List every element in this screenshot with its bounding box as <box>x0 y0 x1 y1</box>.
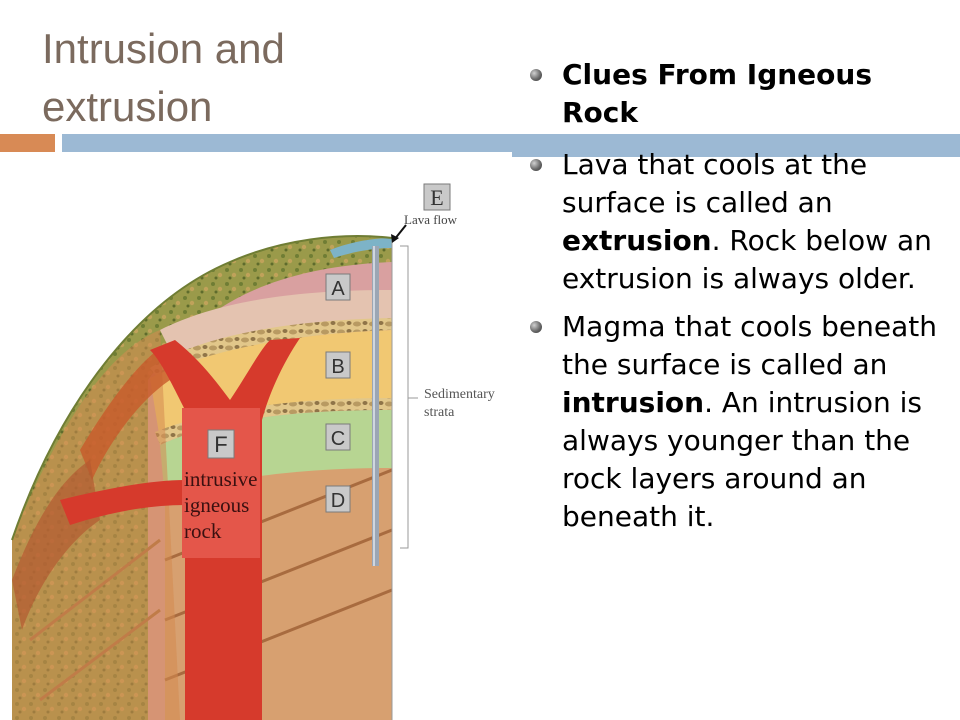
title-divider-blue-tab <box>512 152 960 157</box>
label-d-box <box>325 485 351 513</box>
label-a-box <box>325 273 351 301</box>
term-extrusion: extrusion <box>562 224 712 257</box>
term-intrusion: intrusion <box>562 386 705 419</box>
label-a: A <box>331 278 345 300</box>
sedimentary-label-line2: strata <box>424 405 455 420</box>
label-f-box <box>207 429 235 459</box>
bullet-dot-icon <box>530 159 542 171</box>
intrusive-label-line1: intrusive <box>184 467 258 491</box>
bullet-heading-text: Clues From Igneous Rock <box>562 58 873 129</box>
bullet-dot-icon <box>530 321 542 333</box>
strata-block <box>12 236 392 720</box>
label-c-box <box>325 423 351 451</box>
sedimentary-label-line1: Sedimentary <box>424 387 495 402</box>
title-divider-blue <box>62 134 960 152</box>
intrusive-label-line3: rock <box>184 519 222 543</box>
label-c: C <box>331 428 345 450</box>
label-d: D <box>331 490 345 512</box>
intrusive-label-line2: igneous <box>184 493 249 517</box>
bullet-extrusion: Lava that cools at the surface is called… <box>530 146 950 298</box>
label-f: F <box>214 432 227 457</box>
rock-cross-section-diagram: E Lava flow A B C D F intrusive igneous … <box>11 183 495 720</box>
label-b: B <box>331 356 344 378</box>
bullet-intrusion: Magma that cools beneath the surface is … <box>530 308 950 536</box>
label-e: E <box>430 185 443 210</box>
bullet-list: Clues From Igneous Rock Lava that cools … <box>530 56 950 546</box>
bullet-heading: Clues From Igneous Rock <box>530 56 950 132</box>
label-b-box <box>325 351 351 379</box>
sedimentary-bracket <box>400 245 409 549</box>
bullet-dot-icon <box>530 69 542 81</box>
lava-flow-label: Lava flow <box>404 212 458 227</box>
bullet-intrusion-post: . An intrusion is always younger than th… <box>562 386 922 533</box>
slide-title: Intrusion and extrusion <box>42 25 285 130</box>
title-divider-orange <box>0 134 55 152</box>
bullet-extrusion-post: . Rock below an extrusion is always olde… <box>562 224 932 295</box>
label-e-box <box>423 183 451 211</box>
bullet-extrusion-pre: Lava that cools at the surface is called… <box>562 148 868 219</box>
bullet-intrusion-pre: Magma that cools beneath the surface is … <box>562 310 937 381</box>
